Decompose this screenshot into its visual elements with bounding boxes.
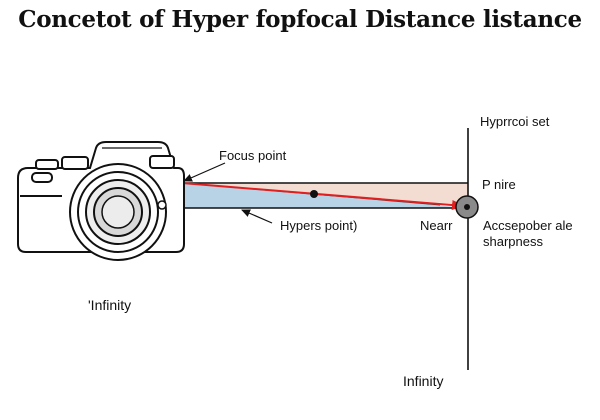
dslr-camera-icon — [17, 141, 185, 261]
near-label: Nearr — [420, 218, 453, 233]
diagram-title: Concetot of Hyper fopfocal Distance list… — [18, 6, 582, 33]
p-nire-label: P nire — [482, 177, 516, 192]
acceptable-sharpness-label-1: Accsepober ale — [483, 218, 573, 233]
infinity-bottom-label: Infinity — [403, 373, 443, 389]
focus-point-label: Focus point — [219, 148, 287, 163]
midpoint-dot — [310, 190, 318, 198]
hypers-point-arrow — [241, 209, 273, 224]
acceptable-sharpness-label-2: sharpness — [483, 234, 543, 249]
hypers-point-label: Hypers point) — [280, 218, 357, 233]
focus-point-arrow — [183, 162, 226, 182]
hyperfocal-set-label: Hyprrcoi set — [480, 114, 550, 129]
red-hyperfocal-ray — [181, 182, 465, 211]
hyperfocal-center-dot — [464, 204, 470, 210]
infinity-left-label: 'Infinity — [88, 297, 131, 313]
